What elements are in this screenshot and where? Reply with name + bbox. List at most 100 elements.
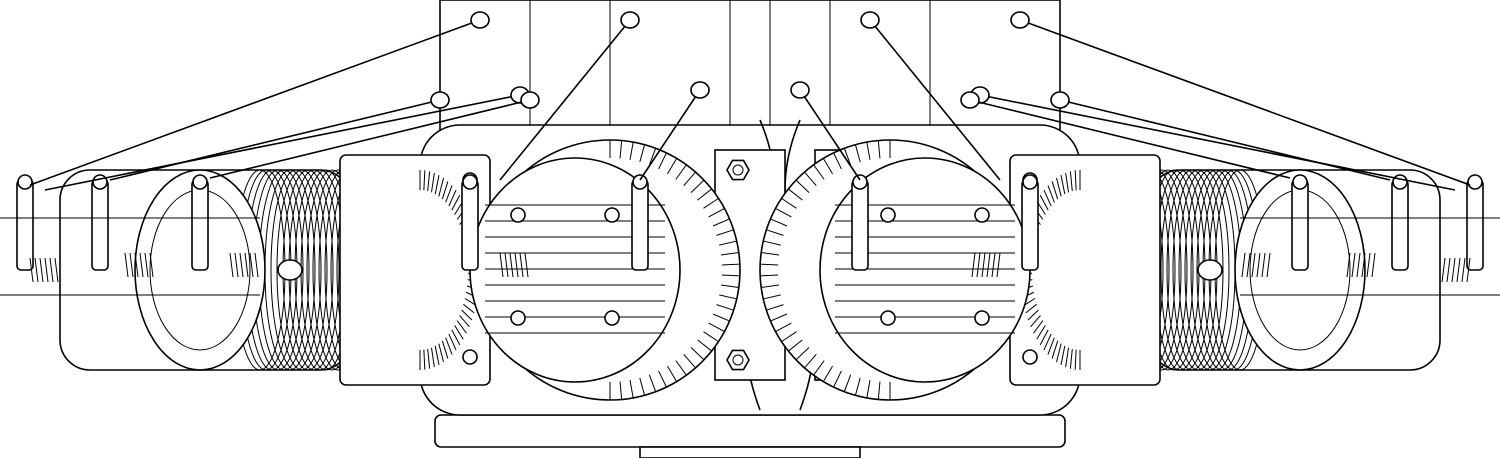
- rocker-arm: [461, 179, 479, 271]
- pushrod-tube-end: [1010, 11, 1030, 29]
- radial-fin: [795, 179, 810, 193]
- radial-fin: [813, 164, 825, 180]
- pushrod-tube-end: [790, 81, 810, 99]
- bolt: [604, 310, 620, 326]
- radial-fin: [619, 140, 623, 159]
- nut-hole: [732, 164, 744, 176]
- cooling-fin: [1178, 169, 1230, 371]
- radial-fin: [658, 370, 667, 388]
- valve-spring-coil: [149, 252, 154, 278]
- hex-nut: [726, 349, 750, 371]
- pushrod: [1019, 19, 1471, 186]
- radial-fin: [866, 141, 871, 160]
- radial-fin: [760, 263, 779, 266]
- radial-fin: [697, 339, 712, 352]
- radial-fin: [456, 320, 467, 334]
- valve-spring-coil: [509, 252, 514, 278]
- valve-spring-coil: [254, 252, 259, 278]
- pushrod: [869, 19, 1001, 181]
- rocker-arm: [16, 179, 34, 271]
- wing-nut: [277, 259, 303, 281]
- radial-fin: [708, 207, 725, 218]
- radial-fin: [763, 294, 781, 300]
- radial-fin: [675, 164, 687, 180]
- radial-fin: [716, 229, 734, 236]
- radial-fin: [423, 170, 426, 191]
- cooling-fin: [270, 169, 322, 371]
- radial-fin: [770, 218, 788, 227]
- valve-spring-coil: [1361, 252, 1366, 278]
- radial-fin: [833, 370, 842, 388]
- bolt: [510, 207, 526, 223]
- pushrod: [969, 99, 1291, 179]
- radial-fin: [804, 354, 817, 369]
- bolt: [974, 207, 990, 223]
- radial-fin: [1039, 194, 1049, 211]
- radial-fin: [716, 304, 734, 311]
- rocker-nut: [1292, 174, 1308, 190]
- valve-spring-coil: [229, 252, 234, 278]
- valve-spring-coil: [1241, 252, 1246, 278]
- nut-hole: [732, 354, 744, 366]
- valve-spring-coil: [1356, 252, 1361, 278]
- radial-fin: [430, 347, 435, 368]
- radial-fin: [438, 177, 445, 197]
- valve-spring-coil: [991, 252, 996, 278]
- radial-fin: [1060, 175, 1066, 195]
- top-housing: [439, 0, 1061, 131]
- hex-nut: [726, 159, 750, 181]
- radial-fin: [1055, 343, 1062, 363]
- rocker-nut: [1467, 174, 1483, 190]
- radial-fin: [639, 144, 646, 163]
- valve-spring-coil: [1451, 257, 1456, 283]
- pushrod: [979, 94, 1456, 191]
- radial-fin: [721, 263, 740, 266]
- valve-spring-coil: [1251, 252, 1256, 278]
- radial-fin: [1069, 348, 1073, 369]
- radial-fin: [1069, 171, 1073, 192]
- radial-fin: [822, 158, 833, 175]
- rocker-arm: [1466, 179, 1484, 271]
- radial-fin: [629, 141, 634, 160]
- radial-fin: [761, 284, 780, 288]
- valve-spring-coil: [39, 257, 44, 283]
- radial-fin: [1074, 170, 1077, 191]
- radial-fin: [463, 303, 475, 314]
- pushrod: [29, 19, 481, 186]
- valve-spring-coil: [986, 252, 991, 278]
- radial-fin: [781, 331, 797, 343]
- valve-spring-coil: [996, 252, 1001, 278]
- bolt: [462, 349, 478, 365]
- radial-fin: [438, 343, 445, 363]
- valve-spring-coil: [29, 257, 34, 283]
- radial-fin: [703, 331, 719, 343]
- radial-fin: [423, 349, 426, 370]
- radial-fin: [1051, 181, 1059, 200]
- radial-fin: [619, 381, 623, 400]
- rocker-arm: [851, 179, 869, 271]
- wing-nut: [1197, 259, 1223, 281]
- radial-fin: [1047, 185, 1055, 203]
- radial-fin: [770, 313, 788, 322]
- radial-fin: [788, 339, 803, 352]
- radial-fin: [766, 304, 784, 311]
- pushrod: [1059, 99, 1391, 181]
- radial-fin: [459, 315, 470, 328]
- radial-fin: [454, 325, 464, 340]
- radial-fin: [843, 148, 852, 166]
- radial-fin: [761, 252, 780, 256]
- radial-fin: [648, 374, 657, 392]
- radial-fin: [712, 218, 730, 227]
- radial-fin: [434, 175, 440, 195]
- radial-fin: [760, 274, 779, 277]
- valve-spring-coil: [504, 252, 509, 278]
- radial-fin: [866, 380, 871, 399]
- radial-fin: [822, 365, 833, 382]
- radial-fin: [451, 194, 461, 211]
- valve-spring-coil: [1371, 252, 1376, 278]
- radial-fin: [1060, 345, 1066, 365]
- radial-fin: [1043, 189, 1052, 207]
- valve-spring-coil: [514, 252, 519, 278]
- radial-fin: [766, 229, 784, 236]
